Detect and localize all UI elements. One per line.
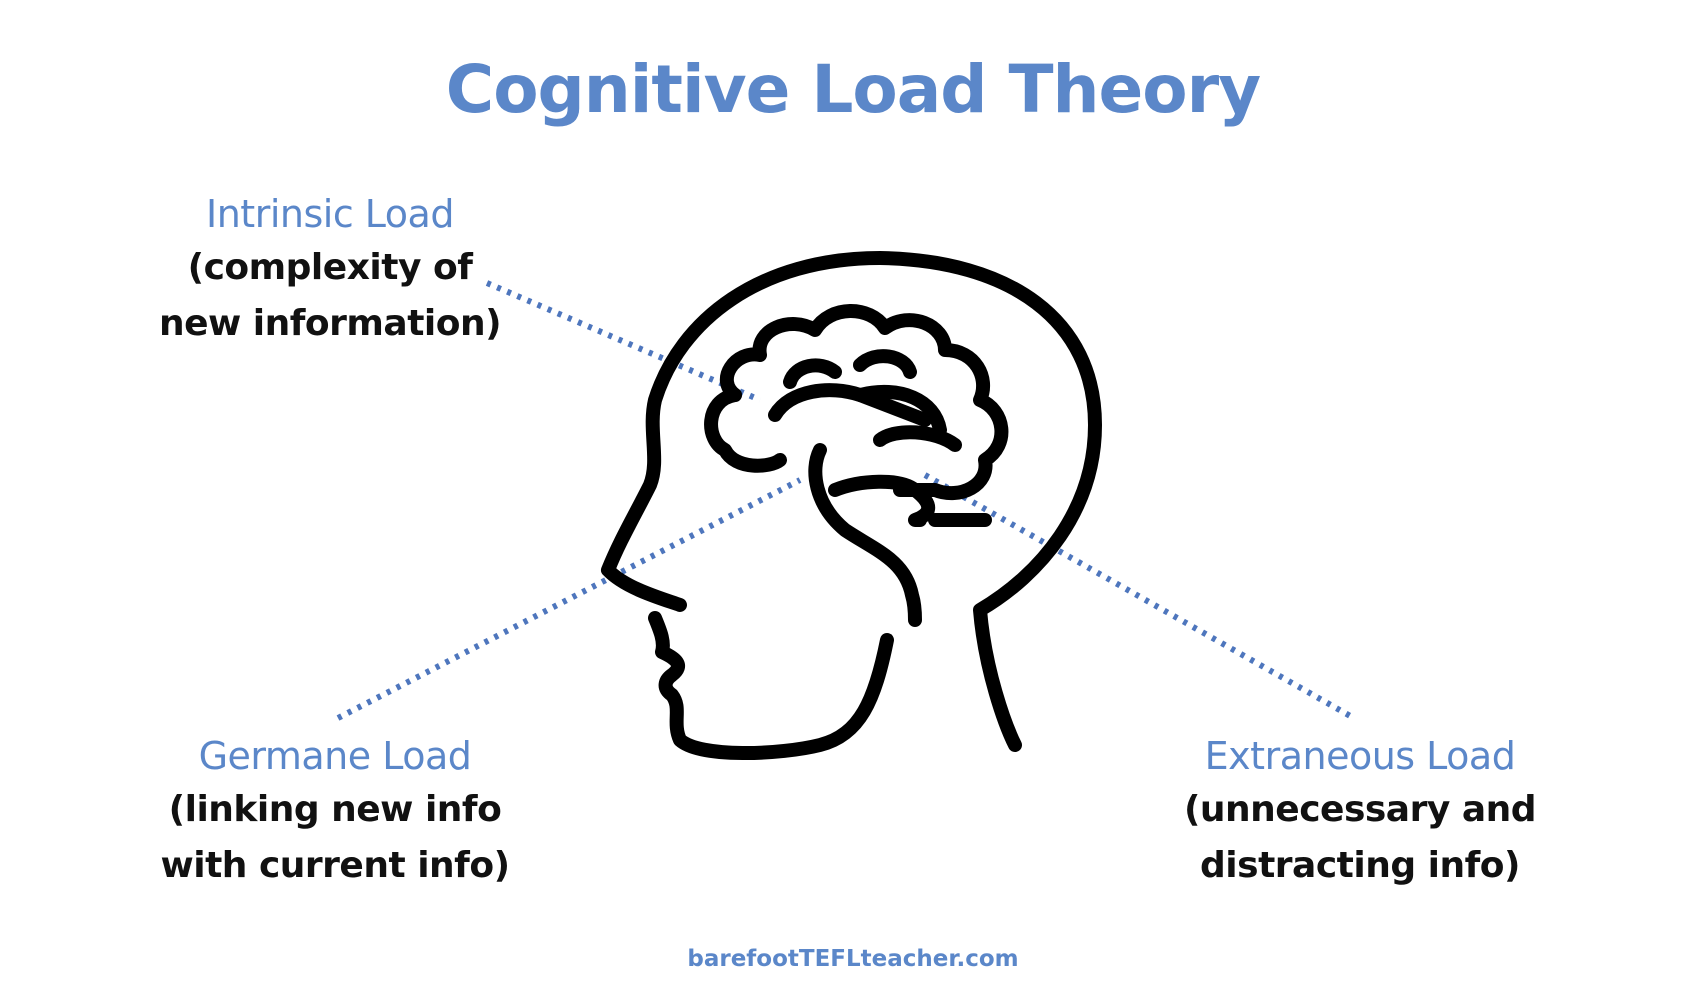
germane-load-description-line-2: with current info) xyxy=(160,845,510,886)
intrinsic-load-label: Intrinsic Load (complexity of new inform… xyxy=(140,188,520,352)
head-with-brain-icon xyxy=(601,251,1102,760)
extraneous-load-description-line-2: distracting info) xyxy=(1200,845,1520,886)
connector-germane xyxy=(336,477,802,721)
extraneous-load-description-line-1: (unnecessary and xyxy=(1183,789,1537,830)
connector-extraneous xyxy=(923,472,1354,720)
intrinsic-load-description-line-2: new information) xyxy=(158,303,502,344)
connector-lines xyxy=(336,280,1354,721)
page-title: Cognitive Load Theory xyxy=(445,51,1261,128)
intrinsic-load-heading: Intrinsic Load xyxy=(206,192,454,236)
extraneous-load-heading: Extraneous Load xyxy=(1204,734,1516,778)
footer-website: barefootTEFLteacher.com xyxy=(687,946,1019,972)
germane-load-label: Germane Load (linking new info with curr… xyxy=(140,730,530,894)
germane-load-heading: Germane Load xyxy=(198,734,472,778)
extraneous-load-label: Extraneous Load (unnecessary and distrac… xyxy=(1170,730,1550,894)
germane-load-description-line-1: (linking new info xyxy=(168,789,502,830)
intrinsic-load-description-line-1: (complexity of xyxy=(187,247,473,288)
